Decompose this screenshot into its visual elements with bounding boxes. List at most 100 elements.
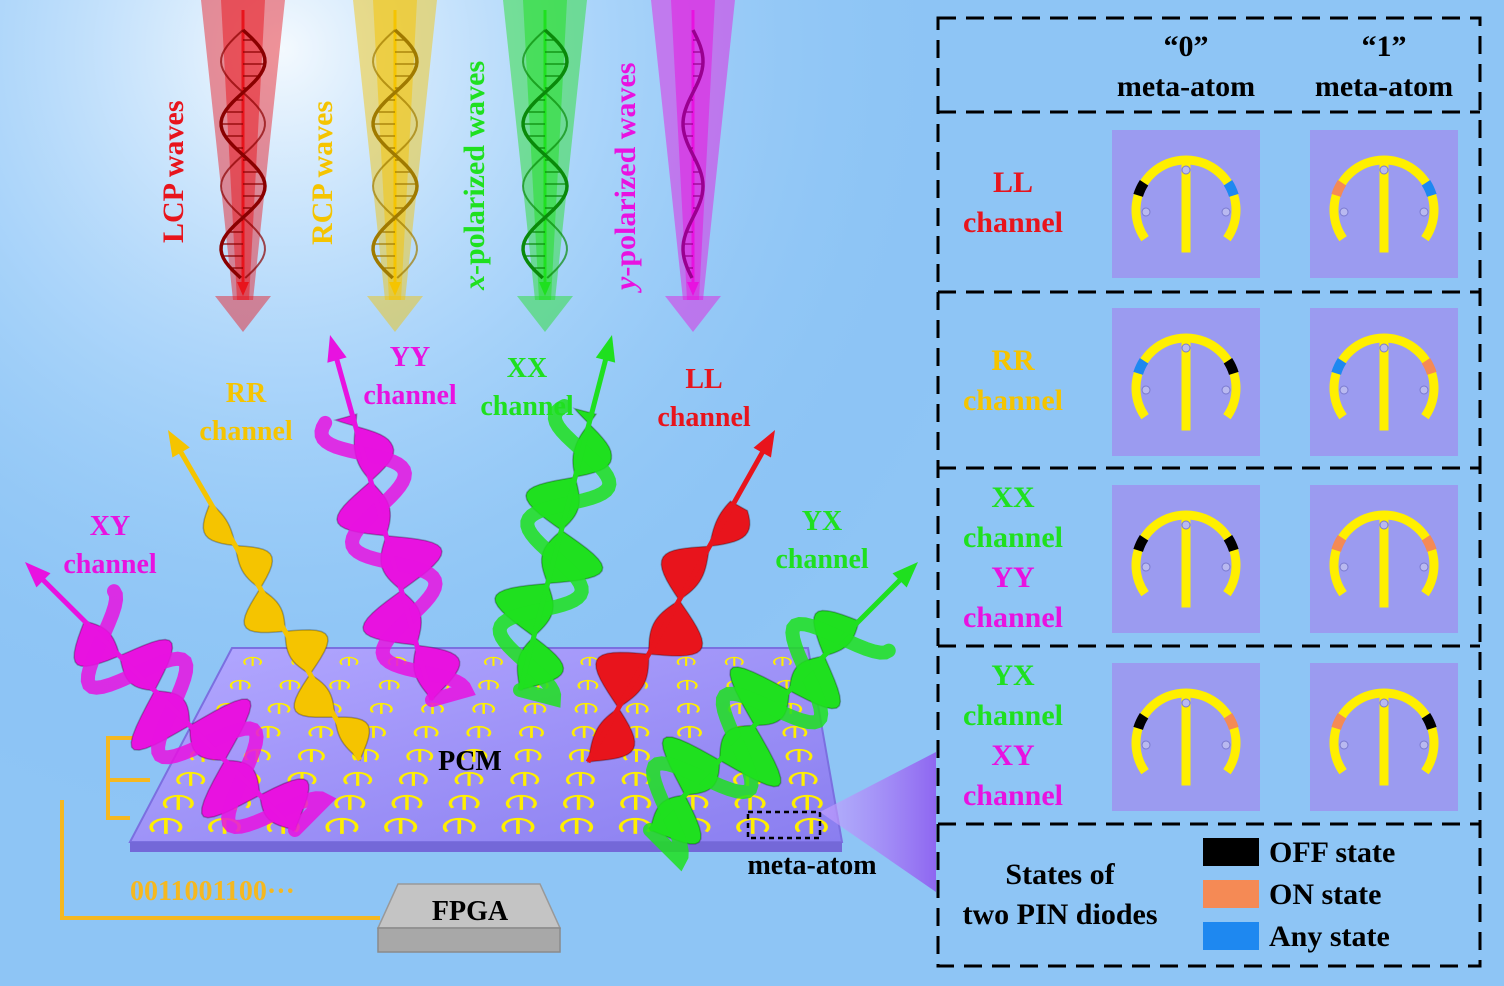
- surface-meta-atom: [676, 679, 698, 690]
- rr-channel-title: RR: [226, 378, 267, 409]
- atom-stem: [526, 749, 530, 762]
- beam-helix: [371, 28, 419, 280]
- surface-meta-atom: [454, 771, 484, 786]
- atom-stem: [457, 818, 462, 834]
- atom-arc: [325, 817, 359, 833]
- wire-2: [106, 780, 130, 820]
- beam-axis-head: [389, 282, 401, 296]
- atom-stem: [487, 680, 490, 690]
- meta-atom-pattern: [460, 748, 488, 762]
- atom-stem: [492, 657, 495, 666]
- on-diode: [1331, 713, 1347, 730]
- surface-meta-atom: [785, 748, 813, 762]
- surface-meta-atom: [466, 725, 492, 738]
- atom-arc: [413, 725, 439, 737]
- meta-atom-pattern: [406, 748, 434, 762]
- col1-header-code: “1”: [1362, 30, 1407, 63]
- meta-atom-pattern: [1131, 155, 1241, 253]
- atom-stem: [805, 795, 809, 810]
- atom-stem: [533, 703, 537, 714]
- any-state-label: Any state: [1269, 920, 1390, 953]
- meta-atom-pattern: [794, 817, 828, 834]
- meta-atom-pattern: [308, 725, 334, 738]
- meta-atom-pattern: [339, 656, 359, 666]
- atom-stem: [239, 680, 242, 690]
- row-channel-label: channel: [963, 601, 1063, 634]
- wave-axis: [648, 575, 905, 832]
- atom-stem: [1181, 160, 1191, 253]
- incident-beams: [201, 0, 735, 332]
- atom-arc: [519, 725, 544, 737]
- atom-stem: [523, 772, 527, 786]
- via-dot: [1221, 207, 1231, 217]
- wave-ribbon-2: [80, 584, 337, 837]
- off-diode: [1223, 358, 1239, 375]
- atom-stem: [576, 795, 581, 810]
- meta-atom-pattern: [413, 725, 439, 738]
- atom-stem: [340, 818, 344, 834]
- surface-meta-atom: [484, 656, 503, 666]
- meta-atom-pattern: [622, 748, 650, 762]
- atom-stem: [1181, 693, 1191, 786]
- meta-atom-pattern: [501, 817, 535, 834]
- atom-stem: [634, 772, 638, 786]
- reflected-wave: [492, 335, 617, 708]
- atom-stem: [482, 703, 485, 714]
- on-diode: [1421, 535, 1437, 552]
- incident-beam: [503, 0, 587, 332]
- wave-ribbon-2: [492, 398, 617, 708]
- row-channel-label: channel: [963, 521, 1063, 554]
- on-state-label: ON state: [1269, 878, 1381, 911]
- atom-stem: [580, 749, 584, 762]
- atom-stem: [748, 795, 752, 810]
- incident-wave-label: y-polarized waves: [609, 63, 642, 293]
- channel-labels: XY channel RR channel YY channel XX chan…: [63, 342, 869, 580]
- via-dot: [1339, 207, 1349, 217]
- meta-atom-pattern: [565, 771, 595, 786]
- legend-title-line2: two PIN diodes: [962, 898, 1157, 931]
- wave-arrowhead: [892, 562, 918, 588]
- meta-atom-pattern: [785, 748, 813, 762]
- atom-stem: [516, 818, 520, 834]
- beam-helix: [219, 28, 267, 280]
- any-diode: [1421, 180, 1437, 197]
- incident-beam: [353, 0, 437, 332]
- pcm-label: PCM: [438, 746, 502, 777]
- wave-ribbon-2: [314, 415, 476, 707]
- via-dot: [1339, 385, 1349, 395]
- xy-channel-sub: channel: [63, 549, 157, 580]
- meta-atom-pattern: [378, 679, 400, 690]
- surface-meta-atom: [563, 794, 594, 810]
- surface-meta-atom: [325, 817, 359, 834]
- atom-stem: [251, 657, 254, 666]
- atom-stem: [530, 726, 533, 738]
- legend-title-line1: States of: [1005, 858, 1115, 891]
- meta-atom-pattern: [514, 748, 542, 762]
- atom-arc: [785, 748, 813, 761]
- yx-channel-title: YX: [802, 506, 842, 537]
- atom-arc: [501, 817, 535, 833]
- atom-stem: [797, 749, 801, 762]
- surface-meta-atom: [773, 656, 792, 666]
- any-diode: [1133, 358, 1149, 375]
- rr-channel-sub: channel: [199, 416, 293, 447]
- atom-stem: [537, 680, 540, 690]
- beam-arrowhead: [517, 296, 573, 332]
- wave-axis: [585, 447, 767, 764]
- surface-meta-atom: [791, 794, 823, 810]
- atom-arc: [243, 656, 263, 665]
- surface-meta-atom: [505, 794, 537, 810]
- via-dot: [1181, 698, 1191, 708]
- surface-meta-atom: [622, 748, 650, 762]
- beam-helix-back: [521, 29, 568, 279]
- surface-meta-atom: [279, 679, 301, 690]
- surface-meta-atom: [510, 771, 540, 786]
- beam-helix: [521, 28, 569, 280]
- off-state-swatch: [1203, 838, 1259, 866]
- atom-arc: [676, 679, 698, 689]
- meta-atom-pattern: [343, 771, 373, 786]
- col0-header-code: “0”: [1164, 30, 1209, 63]
- atom-arc: [577, 679, 599, 689]
- atom-arc: [229, 679, 251, 689]
